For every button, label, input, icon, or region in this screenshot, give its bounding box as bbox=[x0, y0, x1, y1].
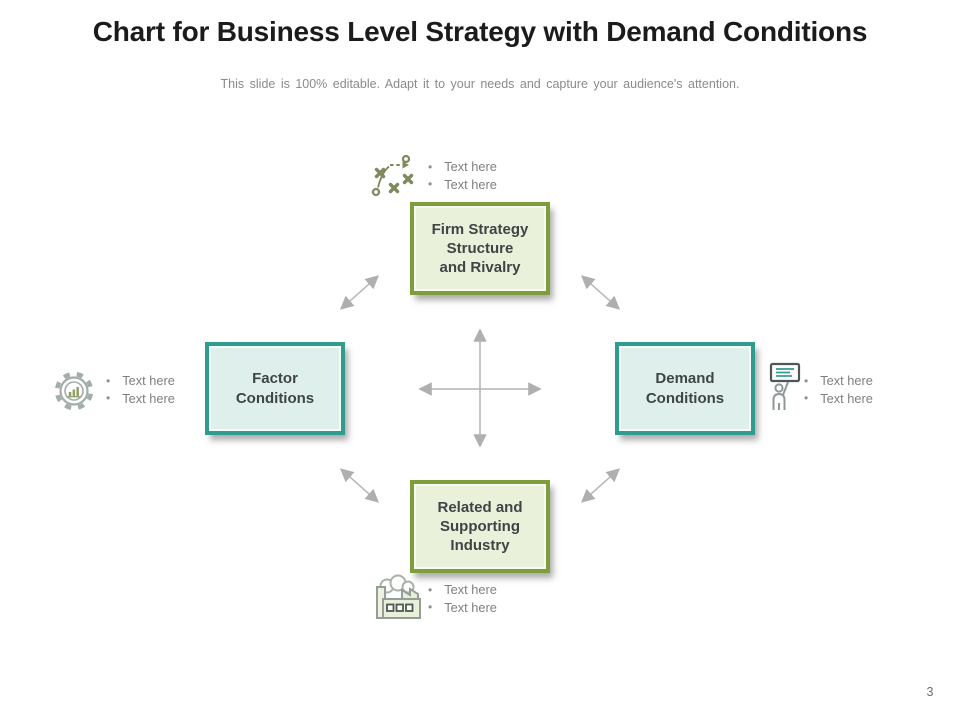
bullet-item: Text here bbox=[106, 372, 175, 390]
bullet-item: Text here bbox=[428, 176, 497, 194]
bullet-item: Text here bbox=[106, 390, 175, 408]
bullet-item: Text here bbox=[428, 581, 497, 599]
page-number: 3 bbox=[926, 685, 934, 699]
node-label: Factor Conditions bbox=[235, 370, 315, 407]
bullet-list-bottom: Text here Text here bbox=[428, 581, 497, 616]
node-box-demand-conditions[interactable]: Demand Conditions bbox=[615, 342, 755, 435]
bullet-item: Text here bbox=[804, 390, 873, 408]
node-label: Firm Strategy Structure and Rivalry bbox=[431, 220, 529, 277]
factory-icon bbox=[373, 574, 423, 627]
bullet-list-right: Text here Text here bbox=[804, 372, 873, 407]
bullet-item: Text here bbox=[428, 599, 497, 617]
node-box-related-industry[interactable]: Related and Supporting Industry bbox=[410, 480, 550, 573]
person-presentation-icon bbox=[767, 358, 803, 417]
bullet-item: Text here bbox=[804, 372, 873, 390]
node-label: Related and Supporting Industry bbox=[437, 498, 523, 555]
bullet-item: Text here bbox=[428, 158, 497, 176]
node-box-factor-conditions[interactable]: Factor Conditions bbox=[205, 342, 345, 435]
gear-analytics-icon bbox=[52, 366, 96, 419]
bullet-list-left: Text here Text here bbox=[106, 372, 175, 407]
slide-subtitle: This slide is 100% editable. Adapt it to… bbox=[220, 77, 740, 91]
node-label: Demand Conditions bbox=[645, 370, 725, 407]
bullet-list-top: Text here Text here bbox=[428, 158, 497, 193]
page-title: Chart for Business Level Strategy with D… bbox=[92, 16, 868, 47]
strategy-icon bbox=[370, 152, 416, 203]
node-box-firm-strategy[interactable]: Firm Strategy Structure and Rivalry bbox=[410, 202, 550, 295]
